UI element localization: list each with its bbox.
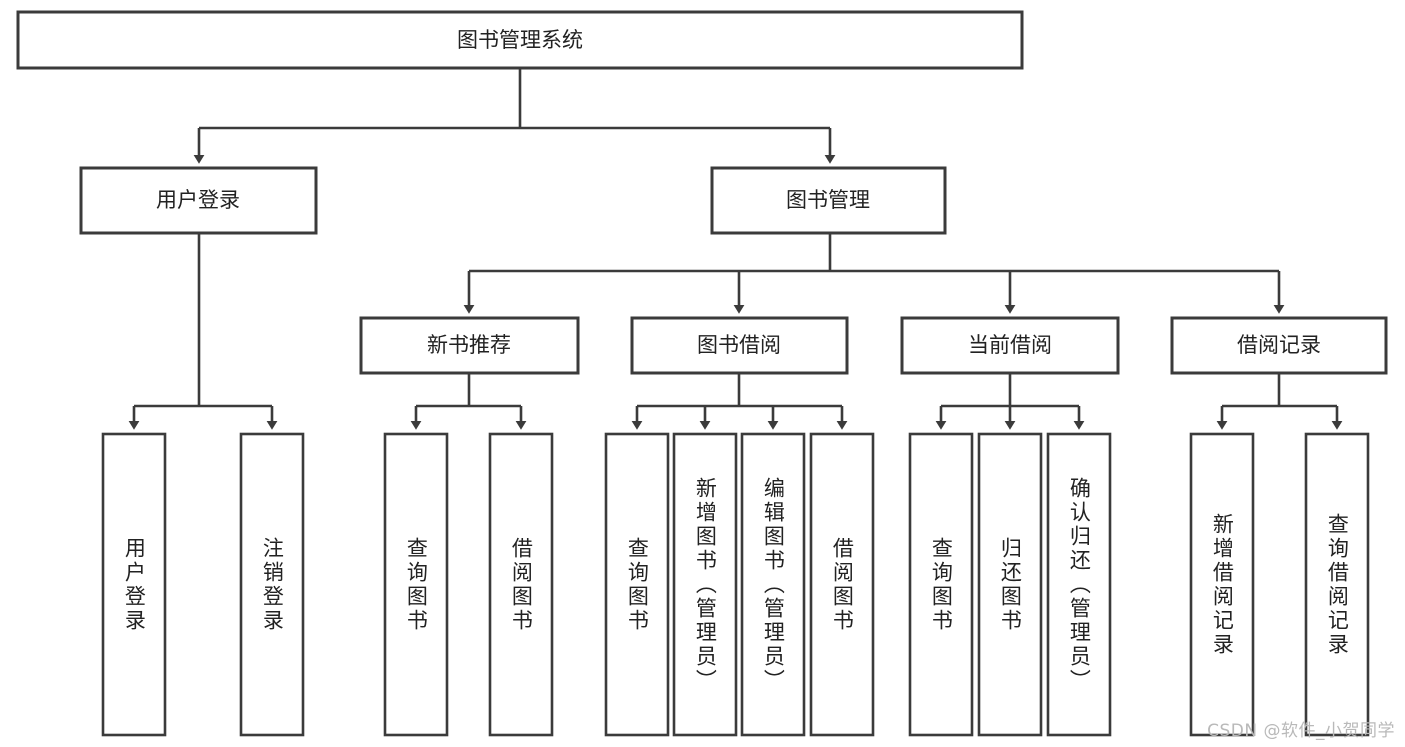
node-book-borrow[interactable]: 图书借阅 [630,316,849,375]
connector-group-borrow-record [1216,373,1343,430]
leaf-group-user-login [101,432,305,737]
connector-group-user-login [128,233,278,430]
connector-group-current-borrow [935,373,1085,430]
leaf-query-book-2-box[interactable] [604,432,670,737]
leaf-group-current-borrow [908,432,1112,737]
leaf-query-record-box[interactable] [1304,432,1370,737]
leaf-add-book-box[interactable] [672,432,738,737]
csdn-watermark: CSDN @软件_小贺同学 [1207,721,1395,741]
node-book-borrow-box[interactable] [630,316,849,375]
node-user-login-box[interactable] [79,166,318,235]
leaf-user-login-box[interactable] [101,432,167,737]
leaf-borrow-book-2-box[interactable] [809,432,875,737]
node-current-borrow-label: 当前借阅 [968,333,1052,357]
node-book-manage-label: 图书管理 [786,188,870,212]
leaf-user-logout-box[interactable] [239,432,305,737]
node-borrow-record-box[interactable] [1170,316,1388,375]
connector-group-root [193,68,836,164]
leaf-group-book-borrow [604,432,875,737]
connector-group-book-manage [463,233,1285,314]
leaf-add-record-box[interactable] [1189,432,1255,737]
leaf-query-book-3-box[interactable] [908,432,974,737]
node-current-borrow[interactable]: 当前借阅 [900,316,1120,375]
node-new-book-rec-box[interactable] [359,316,580,375]
leaf-return-book-box[interactable] [977,432,1043,737]
node-book-borrow-label: 图书借阅 [697,333,781,357]
leaf-group-borrow-record [1189,432,1370,737]
node-root-box[interactable] [16,10,1024,70]
leaf-edit-book-box[interactable] [740,432,806,737]
leaf-borrow-book-1-box[interactable] [488,432,554,737]
node-book-manage-box[interactable] [710,166,947,235]
node-current-borrow-box[interactable] [900,316,1120,375]
node-new-book-rec[interactable]: 新书推荐 [359,316,580,375]
connector-group-book-borrow [631,373,848,430]
node-borrow-record[interactable]: 借阅记录 [1170,316,1388,375]
node-book-manage[interactable]: 图书管理 [710,166,947,235]
node-borrow-record-label: 借阅记录 [1237,333,1321,357]
leaf-confirm-return-box[interactable] [1046,432,1112,737]
connector-group-new-book-rec [410,373,527,430]
node-user-login[interactable]: 用户登录 [79,166,318,235]
leaf-query-book-1-box[interactable] [383,432,449,737]
node-root-label: 图书管理系统 [457,28,583,52]
node-new-book-rec-label: 新书推荐 [427,333,511,357]
node-user-login-label: 用户登录 [156,188,240,212]
node-root[interactable]: 图书管理系统 [16,10,1024,70]
leaf-group-new-book-rec [383,432,554,737]
